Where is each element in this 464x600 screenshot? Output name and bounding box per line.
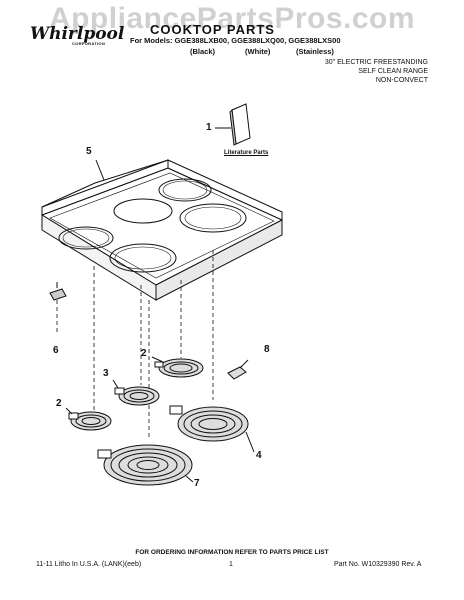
element-3-drawing bbox=[112, 379, 160, 406]
watermark-text: AppliancePartsPros.com bbox=[48, 2, 416, 35]
variant-stainless: (Stainless) bbox=[296, 47, 334, 56]
callout-2-upper: 2 bbox=[141, 348, 147, 359]
small-element-lower bbox=[65, 407, 112, 431]
variant-black: (Black) bbox=[190, 47, 216, 56]
range-desc-line-1: 30" ELECTRIC FREESTANDING bbox=[324, 59, 428, 66]
callout-7: 7 bbox=[194, 478, 200, 489]
cooktop-drawing bbox=[40, 159, 284, 301]
callout-1: 1 bbox=[206, 122, 212, 133]
element-4-drawing bbox=[169, 405, 255, 453]
literature-booklet-drawing bbox=[215, 103, 251, 146]
callout-4: 4 bbox=[256, 450, 262, 461]
brand-logo: Whirlpool bbox=[30, 24, 125, 44]
part-number: Part No. W10329390 Rev. A bbox=[334, 561, 422, 568]
alignment-dashes bbox=[56, 250, 214, 440]
element-7-drawing bbox=[97, 444, 194, 486]
callout-6: 6 bbox=[53, 345, 59, 356]
range-desc-line-2: SELF CLEAN RANGE bbox=[358, 68, 428, 75]
model-numbers: For Models: GGE388LXB00, GGE388LXQ00, GG… bbox=[130, 36, 341, 45]
callout-3: 3 bbox=[103, 368, 109, 379]
small-element-upper bbox=[151, 356, 204, 378]
page-title: COOKTOP PARTS bbox=[150, 22, 275, 37]
literature-parts-label: Literature Parts bbox=[224, 150, 269, 156]
variant-white: (White) bbox=[245, 47, 271, 56]
range-desc-line-3: NON-CONVECT bbox=[375, 77, 428, 84]
callout-5: 5 bbox=[86, 146, 92, 157]
litho-line: 11-11 Litho In U.S.A. (LANK)(eeb) bbox=[36, 561, 142, 568]
page-number: 1 bbox=[229, 561, 233, 568]
bracket-drawing bbox=[49, 282, 67, 301]
callout-2-lower: 2 bbox=[56, 398, 62, 409]
callout-8: 8 bbox=[264, 344, 270, 355]
ordering-note: FOR ORDERING INFORMATION REFER TO PARTS … bbox=[135, 549, 329, 556]
brand-logo-subtext: CORPORATION bbox=[72, 41, 106, 46]
clip-drawing bbox=[227, 359, 249, 380]
